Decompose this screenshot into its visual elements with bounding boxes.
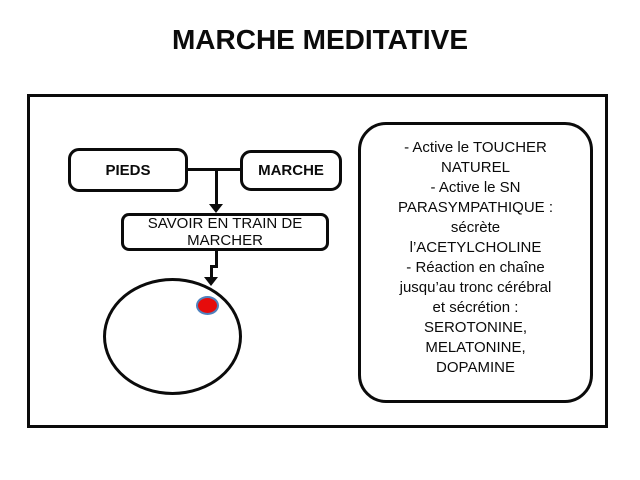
info-panel-line: DOPAMINE [436, 359, 515, 376]
info-panel-line: - Active le TOUCHER [404, 139, 547, 156]
circle-shape [103, 278, 242, 395]
info-panel-line: - Active le SN [430, 179, 521, 196]
node-pieds-label: PIEDS [105, 161, 151, 179]
node-savoir-label-line1: SAVOIR EN TRAIN DE [147, 215, 303, 232]
connector-savoir-to-ellipse-seg1 [215, 249, 218, 268]
info-panel-line: jusqu’au tronc cérébral [399, 279, 552, 296]
info-panel-line: et sécrétion : [432, 299, 519, 316]
connector-down-to-savoir [215, 168, 218, 206]
node-marche: MARCHE [240, 150, 342, 191]
info-panel-line: - Réaction en chaîne [406, 259, 545, 276]
info-panel-line: NATUREL [441, 159, 510, 176]
connector-savoir-to-ellipse-jog [210, 265, 218, 268]
info-panel-line: SEROTONINE, [423, 319, 528, 336]
node-savoir-label-line2: MARCHER [187, 232, 263, 249]
connector-pieds-marche [186, 168, 243, 171]
info-panel-line: sécrète [450, 219, 501, 236]
node-savoir: SAVOIR EN TRAIN DE MARCHER [121, 213, 329, 251]
info-panel-line: l’ACETYLCHOLINE [409, 239, 542, 256]
info-panel-line: PARASYMPATHIQUE : [397, 199, 554, 216]
info-panel-line: MELATONINE, [425, 339, 526, 356]
arrow-down-icon [204, 277, 218, 286]
slide-title: MARCHE MEDITATIVE [171, 24, 469, 55]
red-dot [196, 296, 219, 315]
node-marche-label: MARCHE [258, 162, 324, 179]
arrow-down-icon [209, 204, 223, 213]
info-panel: - Active le TOUCHER NATUREL - Active le … [358, 122, 593, 403]
connector-savoir-to-ellipse-seg2 [210, 265, 213, 278]
node-pieds: PIEDS [68, 148, 188, 192]
